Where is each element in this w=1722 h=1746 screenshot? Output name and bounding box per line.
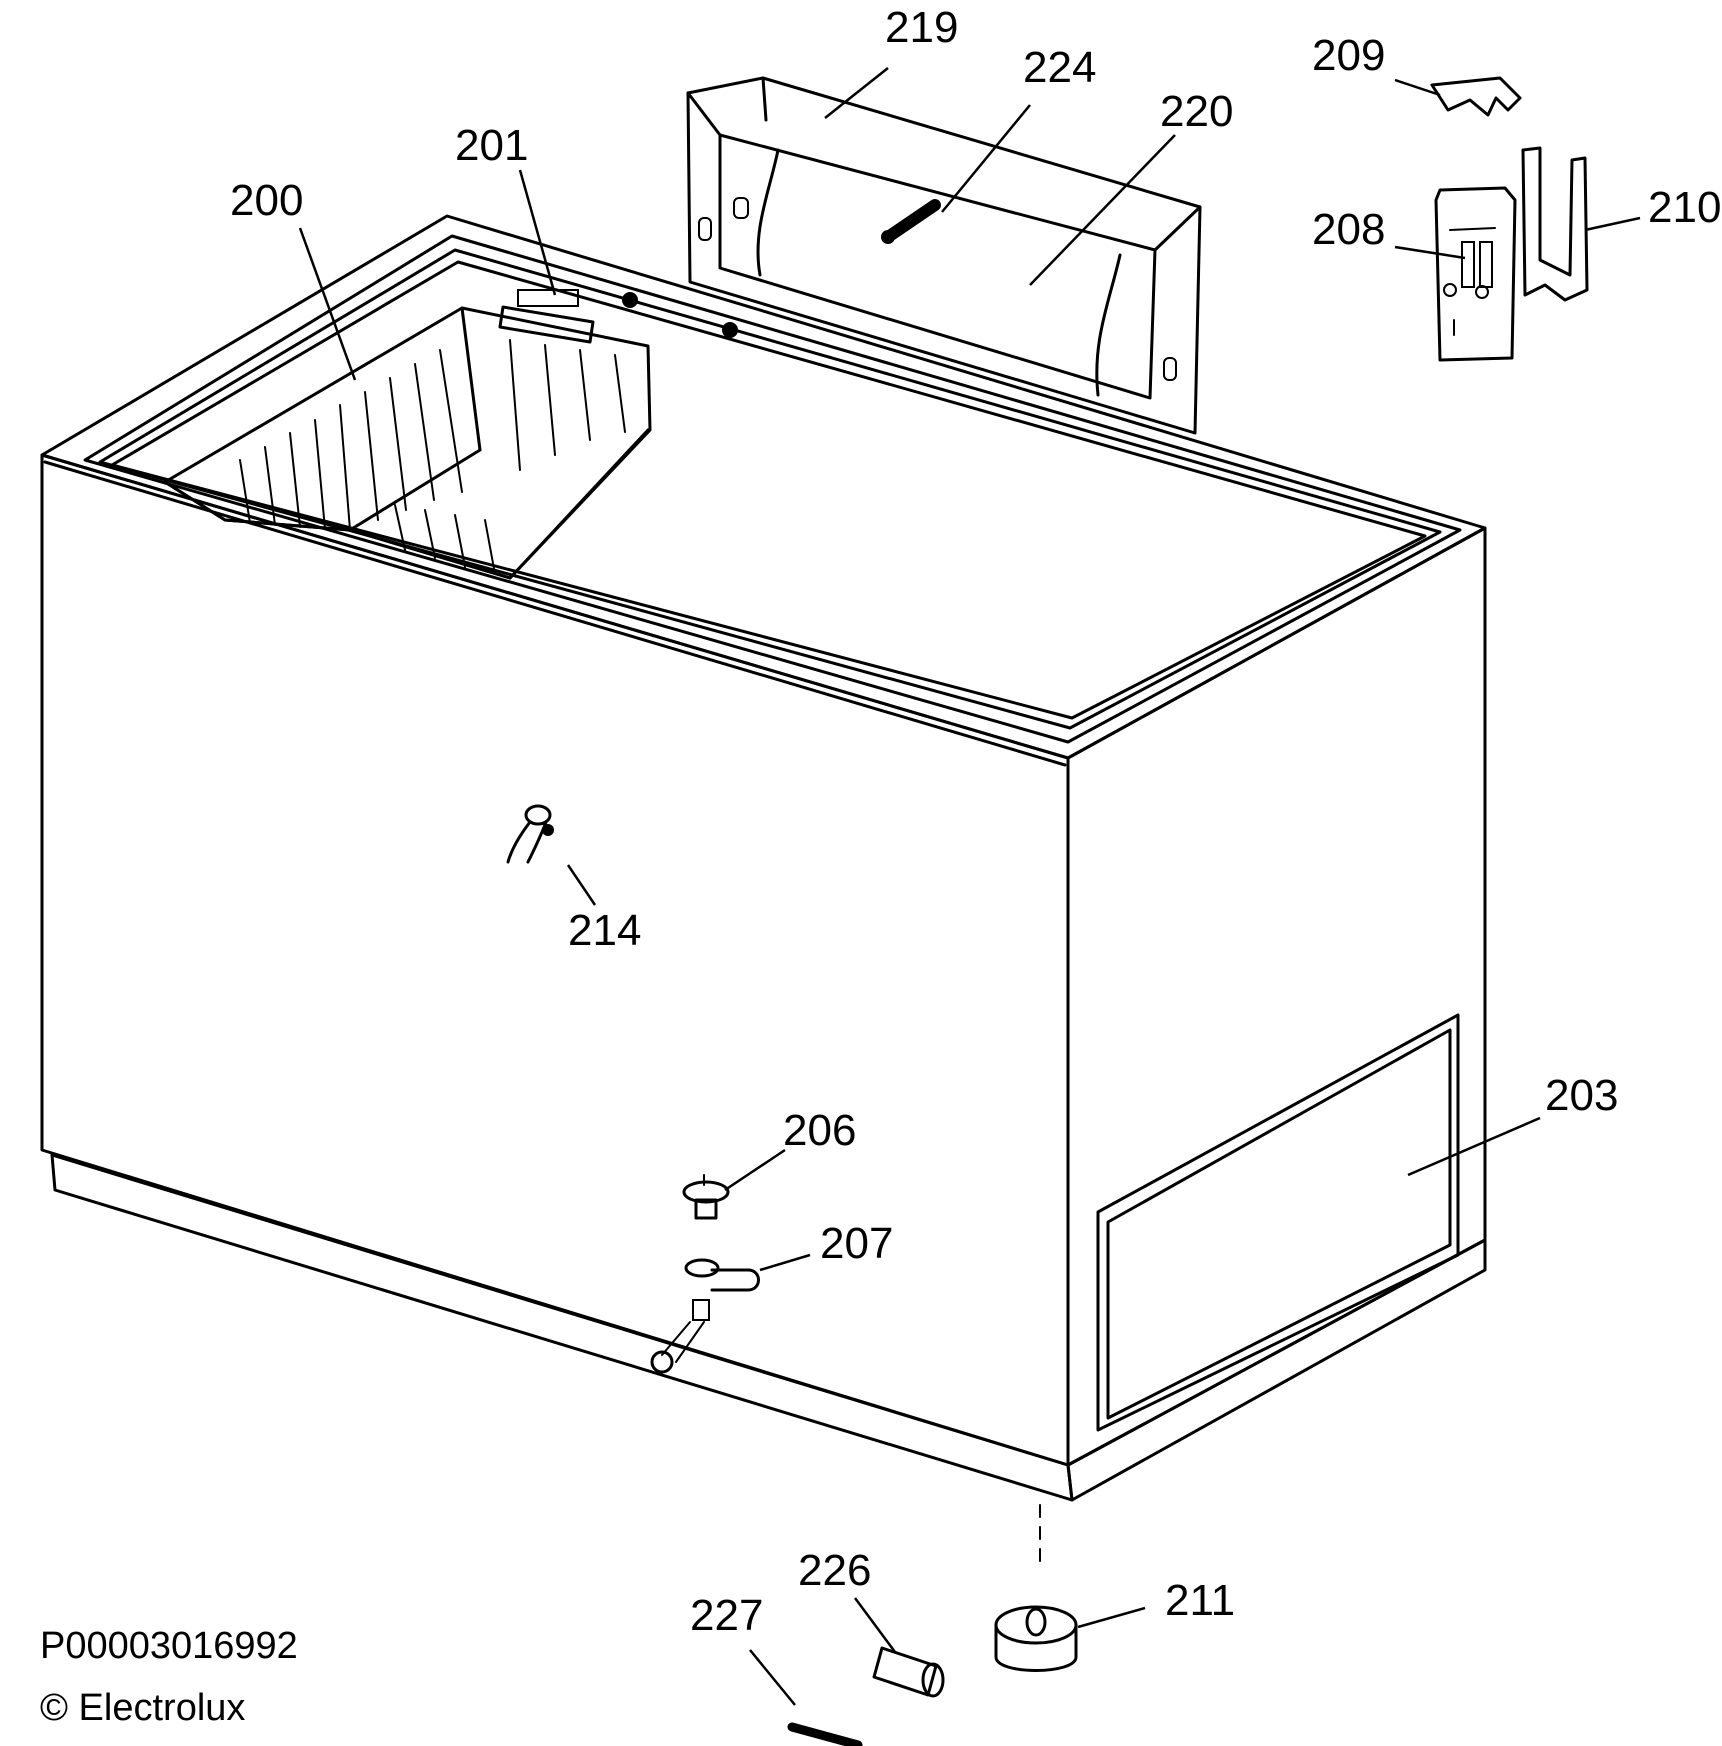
leader-lines: [298, 67, 1641, 1706]
label-208: 208: [1312, 205, 1385, 254]
label-227: 227: [690, 1591, 763, 1640]
label-226: 226: [798, 1546, 871, 1595]
pin-part: [787, 1722, 863, 1746]
copyright-notice: © Electrolux: [40, 1687, 246, 1729]
drain-assembly: [650, 1174, 760, 1374]
label-214: 214: [568, 906, 641, 955]
label-211: 211: [1165, 1576, 1235, 1625]
label-200: 200: [230, 176, 303, 225]
label-219: 219: [885, 3, 958, 52]
diagram-code: P00003016992: [40, 1625, 298, 1667]
foot: [994, 1504, 1078, 1672]
label-203: 203: [1545, 1071, 1618, 1120]
hinge-parts: [1430, 76, 1589, 362]
lid-hinge-rod: [881, 199, 941, 244]
freezer-cabinet: [40, 214, 1487, 1502]
label-210: 210: [1648, 183, 1721, 232]
label-206: 206: [783, 1106, 856, 1155]
label-224: 224: [1023, 43, 1096, 92]
lid-assembly: [686, 76, 1202, 435]
basket-handle: [498, 289, 738, 344]
label-201: 201: [455, 121, 528, 170]
label-207: 207: [820, 1219, 893, 1268]
lock: [506, 804, 554, 864]
basket: [163, 306, 652, 580]
label-209: 209: [1312, 31, 1385, 80]
label-220: 220: [1160, 87, 1233, 136]
part-labels: 200 201 219 224 220 209 208 210 203 214 …: [230, 3, 1721, 1640]
cylinder-part: [872, 1646, 945, 1698]
